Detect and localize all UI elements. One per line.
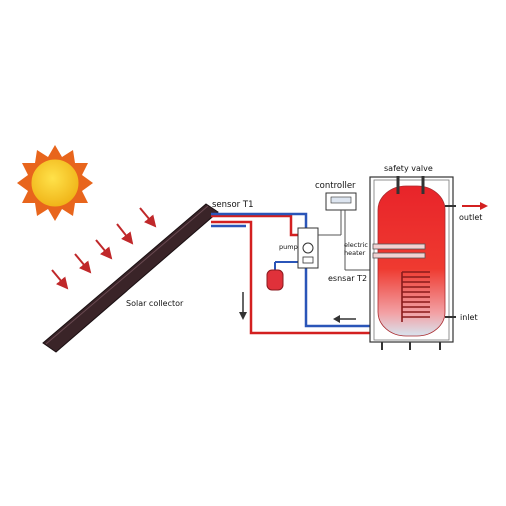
inlet-label: inlet [460, 313, 478, 322]
electric-heater-label-line2: heater [344, 249, 366, 257]
cold-pipe [211, 212, 372, 328]
sunlight-arrow [116, 223, 134, 245]
heat-exchanger-coil [401, 271, 430, 322]
controller-label: controller [315, 181, 356, 191]
flow-arrows [239, 292, 356, 323]
sunlight-arrow [51, 269, 69, 290]
safety-valve-label: safety valve [384, 164, 433, 173]
pump-label: pump [279, 243, 298, 251]
sunlight-arrows [51, 207, 157, 290]
pump-station [297, 227, 319, 269]
sun-icon [17, 145, 93, 221]
sensor-t2-label: esnsar T2 [328, 274, 367, 283]
outlet-label: outlet [459, 213, 482, 222]
solar-collector-panel [42, 203, 219, 353]
expansion-vessel [266, 261, 300, 291]
sunlight-arrow [139, 207, 157, 228]
solar-collector-label: Solar collector [126, 299, 184, 308]
storage-tank [369, 176, 456, 350]
outlet-arrow [462, 202, 488, 210]
sunlight-arrow [74, 253, 92, 274]
electric-heater-label-line1: electric [344, 241, 368, 249]
sensor-t1-label: sensor T1 [212, 200, 253, 210]
controller-box [318, 192, 378, 271]
sunlight-arrow [95, 239, 113, 260]
hot-pipe [211, 214, 372, 335]
